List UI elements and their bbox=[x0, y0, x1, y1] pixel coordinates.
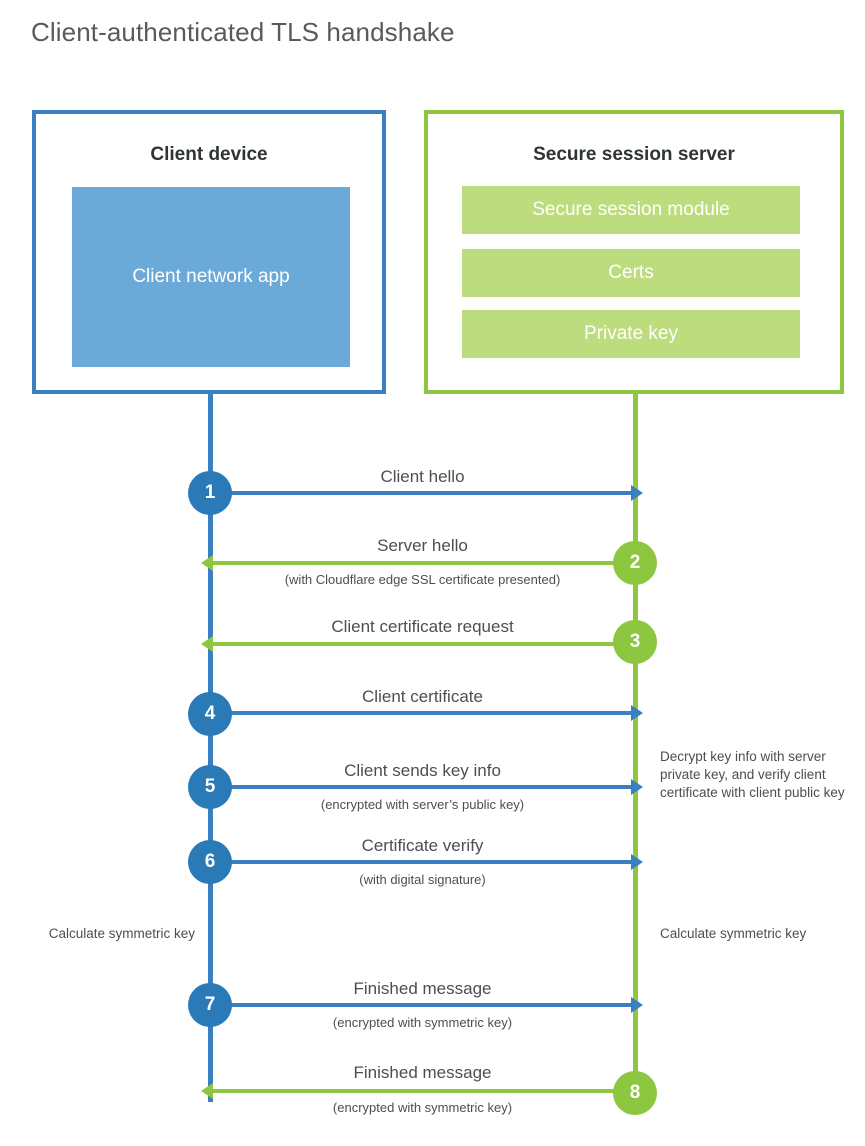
client-device-title: Client device bbox=[150, 144, 268, 165]
step-8-marker: 8 bbox=[613, 1071, 657, 1115]
step-3-arrow bbox=[201, 636, 633, 652]
arrowhead-left-icon bbox=[201, 1083, 213, 1099]
step-1-label: Client hello bbox=[380, 467, 465, 486]
step-4-label: Client certificate bbox=[362, 687, 483, 706]
step-2-arrow bbox=[201, 555, 633, 571]
step-4-marker: 4 bbox=[188, 692, 232, 736]
step-2-marker: 2 bbox=[613, 541, 657, 585]
step-5-marker: 5 bbox=[188, 765, 232, 809]
arrowhead-right-icon bbox=[631, 485, 643, 501]
step-6-sublabel: (with digital signature) bbox=[359, 872, 486, 887]
step-5-sublabel: (encrypted with server’s public key) bbox=[320, 797, 525, 812]
step-2-sublabel: (with Cloudflare edge SSL certificate pr… bbox=[284, 572, 561, 587]
server-module-private-key: Private key bbox=[462, 310, 800, 358]
step-7-label: Finished message bbox=[353, 979, 492, 998]
step-7-arrow bbox=[210, 997, 643, 1013]
step-3-marker: 3 bbox=[613, 620, 657, 664]
client-network-app-block: Client network app bbox=[72, 187, 350, 367]
step-6-label: Certificate verify bbox=[361, 836, 484, 855]
arrowhead-right-icon bbox=[631, 997, 643, 1013]
secure-session-server-title: Secure session server bbox=[533, 144, 735, 165]
arrowhead-right-icon bbox=[631, 854, 643, 870]
step-7-marker: 7 bbox=[188, 983, 232, 1027]
step-3-label: Client certificate request bbox=[331, 617, 514, 636]
client-device-box: Client device Client network app bbox=[32, 110, 386, 394]
server-calculate-symmetric-key-note: Calculate symmetric key bbox=[660, 926, 807, 941]
arrowhead-right-icon bbox=[631, 779, 643, 795]
step-5-arrow bbox=[210, 779, 643, 795]
server-module-secure-session-module: Secure session module bbox=[462, 186, 800, 234]
secure-session-server-box: Secure session server Secure session mod… bbox=[424, 110, 844, 394]
step-6-marker: 6 bbox=[188, 840, 232, 884]
client-calculate-symmetric-key-note: Calculate symmetric key bbox=[48, 926, 195, 941]
step-6-arrow bbox=[210, 854, 643, 870]
server-decrypt-note: Decrypt key info with server private key… bbox=[660, 749, 845, 800]
arrowhead-left-icon bbox=[201, 636, 213, 652]
server-module-certs: Certs bbox=[462, 249, 800, 297]
step-4-arrow bbox=[210, 705, 643, 721]
step-2-label: Server hello bbox=[377, 536, 468, 555]
step-5-label: Client sends key info bbox=[344, 761, 501, 780]
page-title: Client-authenticated TLS handshake bbox=[31, 17, 455, 47]
step-8-arrow bbox=[201, 1083, 633, 1099]
client-lifeline bbox=[208, 394, 213, 1102]
step-1-marker: 1 bbox=[188, 471, 232, 515]
step-1-arrow bbox=[210, 485, 643, 501]
arrowhead-left-icon bbox=[201, 555, 213, 571]
server-lifeline bbox=[633, 394, 638, 1093]
step-8-label: Finished message bbox=[353, 1063, 492, 1082]
step-8-sublabel: (encrypted with symmetric key) bbox=[332, 1100, 513, 1115]
step-7-sublabel: (encrypted with symmetric key) bbox=[332, 1015, 513, 1030]
arrowhead-right-icon bbox=[631, 705, 643, 721]
